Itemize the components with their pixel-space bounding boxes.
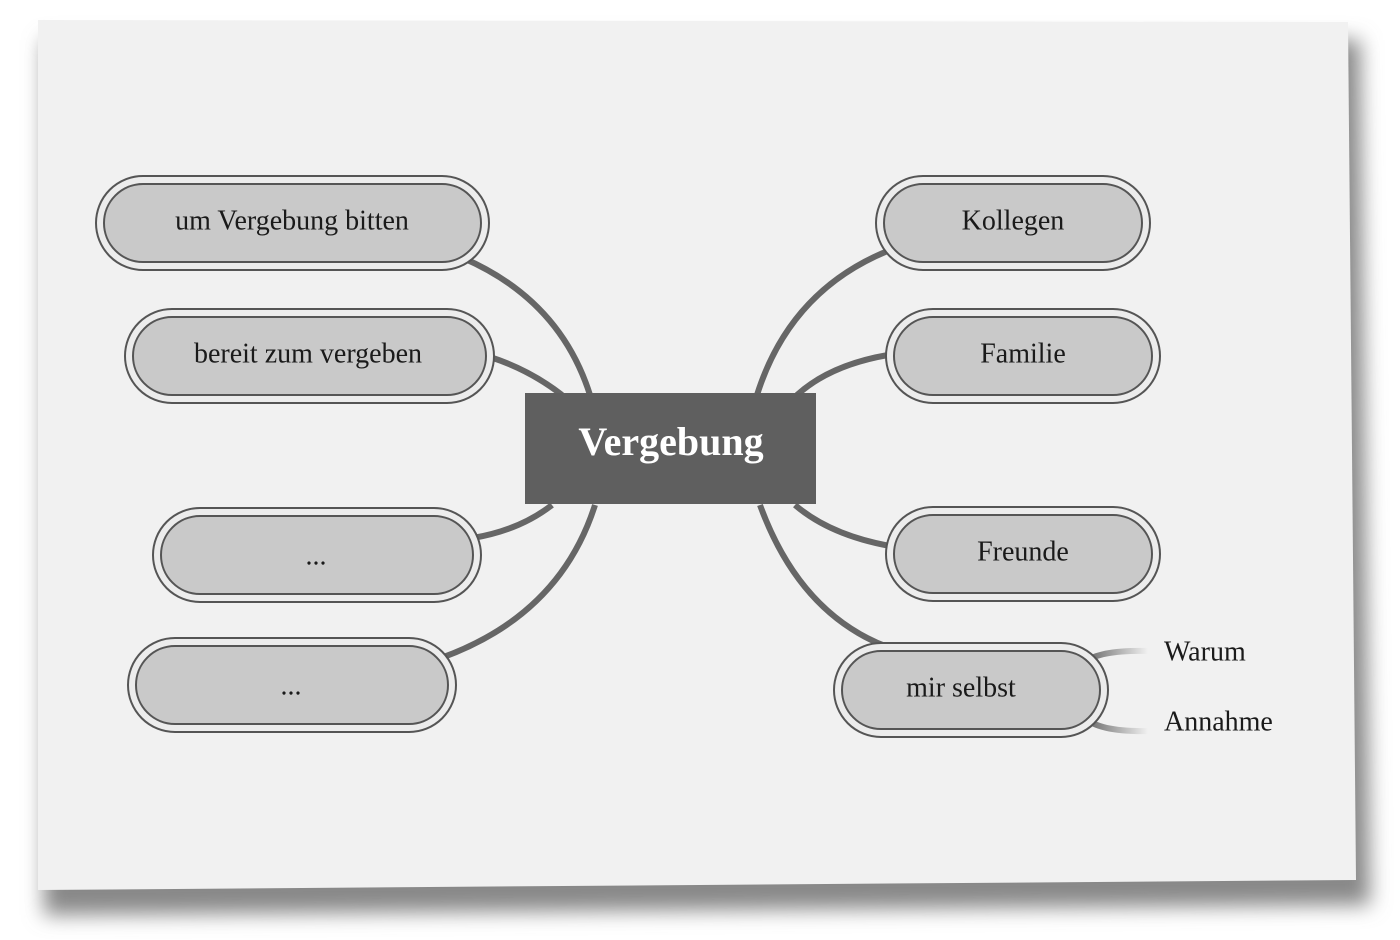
connector (757, 503, 892, 651)
connector (754, 247, 892, 396)
node-label: Freunde (977, 536, 1069, 567)
connector (794, 352, 889, 398)
center-label: Vergebung (578, 419, 763, 464)
node-familie: Familie (885, 308, 1161, 404)
node-label: ... (306, 540, 327, 571)
node-bereit-zum-vergeben: bereit zum vergeben (124, 308, 495, 404)
node-mir-selbst: mir selbst (833, 642, 1109, 738)
sub-node-warum: Warum (1164, 636, 1246, 667)
node-label: Kollegen (962, 205, 1065, 236)
node-label: um Vergebung bitten (175, 205, 409, 236)
node-label: Familie (980, 338, 1066, 369)
node-freunde: Freunde (885, 506, 1161, 602)
node-label: ... (281, 670, 302, 701)
connector (472, 502, 554, 541)
node-kollegen: Kollegen (875, 175, 1151, 271)
sub-node-annahme: Annahme (1164, 706, 1273, 737)
center-node: Vergebung (525, 393, 816, 504)
node-label: bereit zum vergeben (194, 338, 422, 369)
connector (461, 255, 593, 396)
connector (489, 354, 564, 398)
connector (793, 502, 891, 549)
node-placeholder-2: ... (127, 637, 457, 733)
connector (439, 504, 598, 661)
node-placeholder-1: ... (152, 507, 482, 603)
node-label: mir selbst (906, 672, 1016, 703)
node-um-vergebung-bitten: um Vergebung bitten (95, 175, 490, 271)
